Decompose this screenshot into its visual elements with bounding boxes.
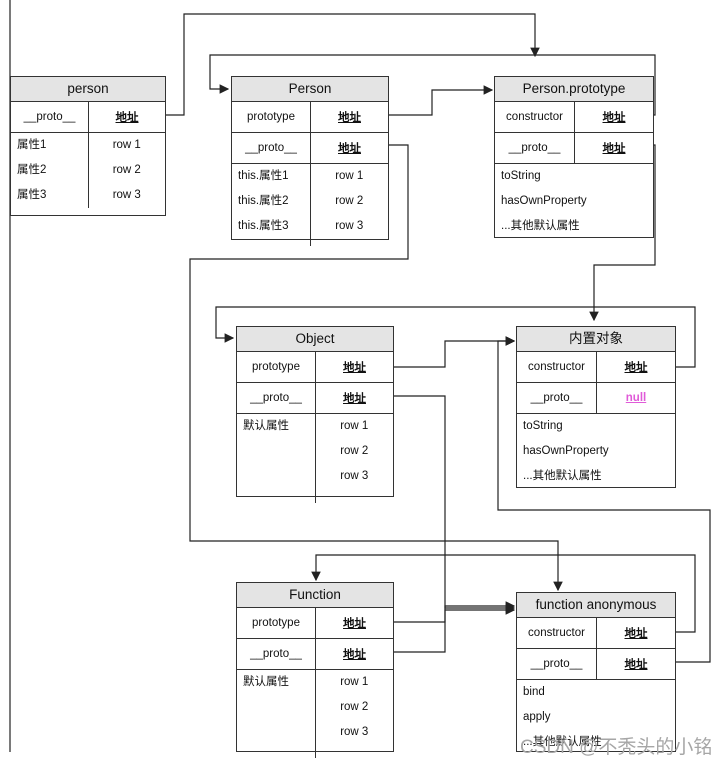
person-box: person __proto__ 地址 属性1 属性2 属性3 row 1 ro… [10,76,166,216]
builtin-object-box: 内置对象 constructor 地址 __proto__ null toStr… [516,326,676,488]
Person-prop: this.属性2 [238,195,289,207]
Function-proto-value: 地址 [343,649,366,661]
person-proto-label: __proto__ [11,102,89,132]
person-proto-row: __proto__ 地址 [11,102,165,133]
Person-prop: this.属性3 [238,220,289,232]
Object-row: row 2 [340,445,369,457]
person-prop: 属性1 [17,139,47,151]
person-prop: 属性2 [17,164,47,176]
Object-proto-label: __proto__ [237,383,316,413]
Person-prop: this.属性1 [238,170,289,182]
Person-prototype-title: Person.prototype [495,77,653,102]
builtin-item: toString [523,420,563,432]
Function-proto-label: __proto__ [237,639,316,669]
arrow-person-proto2 [189,144,563,592]
anonymous-title: function anonymous [517,593,675,618]
Object-prototype-value: 地址 [343,362,366,374]
Person-row: row 1 [335,170,364,182]
pp-constructor-value: 地址 [602,112,626,124]
pp-proto-label: __proto__ [495,133,575,163]
builtin-item: hasOwnProperty [523,445,609,457]
builtin-constructor-label: constructor [517,352,597,382]
pp-item: ...其他默认属性 [501,220,580,232]
anonymous-item: apply [523,711,551,723]
person-prop: 属性3 [17,189,47,201]
builtin-title: 内置对象 [517,327,675,352]
anonymous-item: ...其他默认属性 [523,736,602,748]
person-title: person [11,77,165,102]
arrow-person-proto [158,13,540,116]
builtin-constructor-value: 地址 [624,362,648,374]
arrow-anon-constructor [311,554,696,633]
Person-prototype-label: prototype [232,102,311,132]
Person-row: row 2 [335,195,364,207]
Person-prototype-box: Person.prototype constructor 地址 __proto_… [494,76,654,238]
watermark: CSDN @不秃头的小铭 [520,737,713,758]
Person-proto-value: 地址 [338,143,361,155]
arrow-anon-proto [497,336,711,663]
pp-item: hasOwnProperty [501,195,587,207]
Object-title: Object [237,327,393,352]
Object-proto-value: 地址 [343,393,366,405]
Person-prototype-value: 地址 [338,112,361,124]
arrow-object-proto [373,395,516,613]
Function-row: row 2 [340,701,369,713]
arrow-person-prototype [368,85,494,116]
person-row: row 2 [112,164,141,176]
pp-proto-value: 地址 [602,143,626,155]
Function-box: Function prototype 地址 __proto__ 地址 默认属性 … [236,582,394,758]
person-row: row 3 [112,189,141,201]
Function-prototype-value: 地址 [343,618,366,630]
Person-box: Person prototype 地址 __proto__ 地址 this.属性… [231,76,389,246]
Object-prop: 默认属性 [243,420,289,432]
Function-row: row 3 [340,726,369,738]
person-row: row 1 [112,139,141,151]
Function-row: row 1 [340,676,369,688]
Function-title: Function [237,583,393,608]
Object-row: row 3 [340,470,369,482]
builtin-item: ...其他默认属性 [523,470,602,482]
Function-prop: 默认属性 [243,676,289,688]
anonymous-constructor-label: constructor [517,618,597,648]
person-proto-value: 地址 [115,112,139,124]
pp-constructor-label: constructor [495,102,575,132]
anonymous-item: bind [523,686,545,698]
builtin-proto-null: null [625,392,647,404]
pp-item: toString [501,170,541,182]
arrow-builtin-constructor [215,306,696,368]
Object-prototype-label: prototype [237,352,316,382]
arrow-function-proto [373,605,516,653]
Object-row: row 1 [340,420,369,432]
anonymous-constructor-value: 地址 [624,628,648,640]
anonymous-proto-value: 地址 [624,659,648,671]
arrow-object-prototype [373,336,516,368]
Function-prototype-label: prototype [237,608,316,638]
Person-title: Person [232,77,388,102]
Person-row: row 3 [335,220,364,232]
function-anonymous-box: function anonymous constructor 地址 __prot… [516,592,676,752]
builtin-proto-label: __proto__ [517,383,597,413]
Person-proto-label: __proto__ [232,133,311,163]
anonymous-proto-label: __proto__ [517,649,597,679]
person-props: 属性1 属性2 属性3 row 1 row 2 row 3 [11,133,165,208]
Object-box: Object prototype 地址 __proto__ 地址 默认属性 ro… [236,326,394,503]
